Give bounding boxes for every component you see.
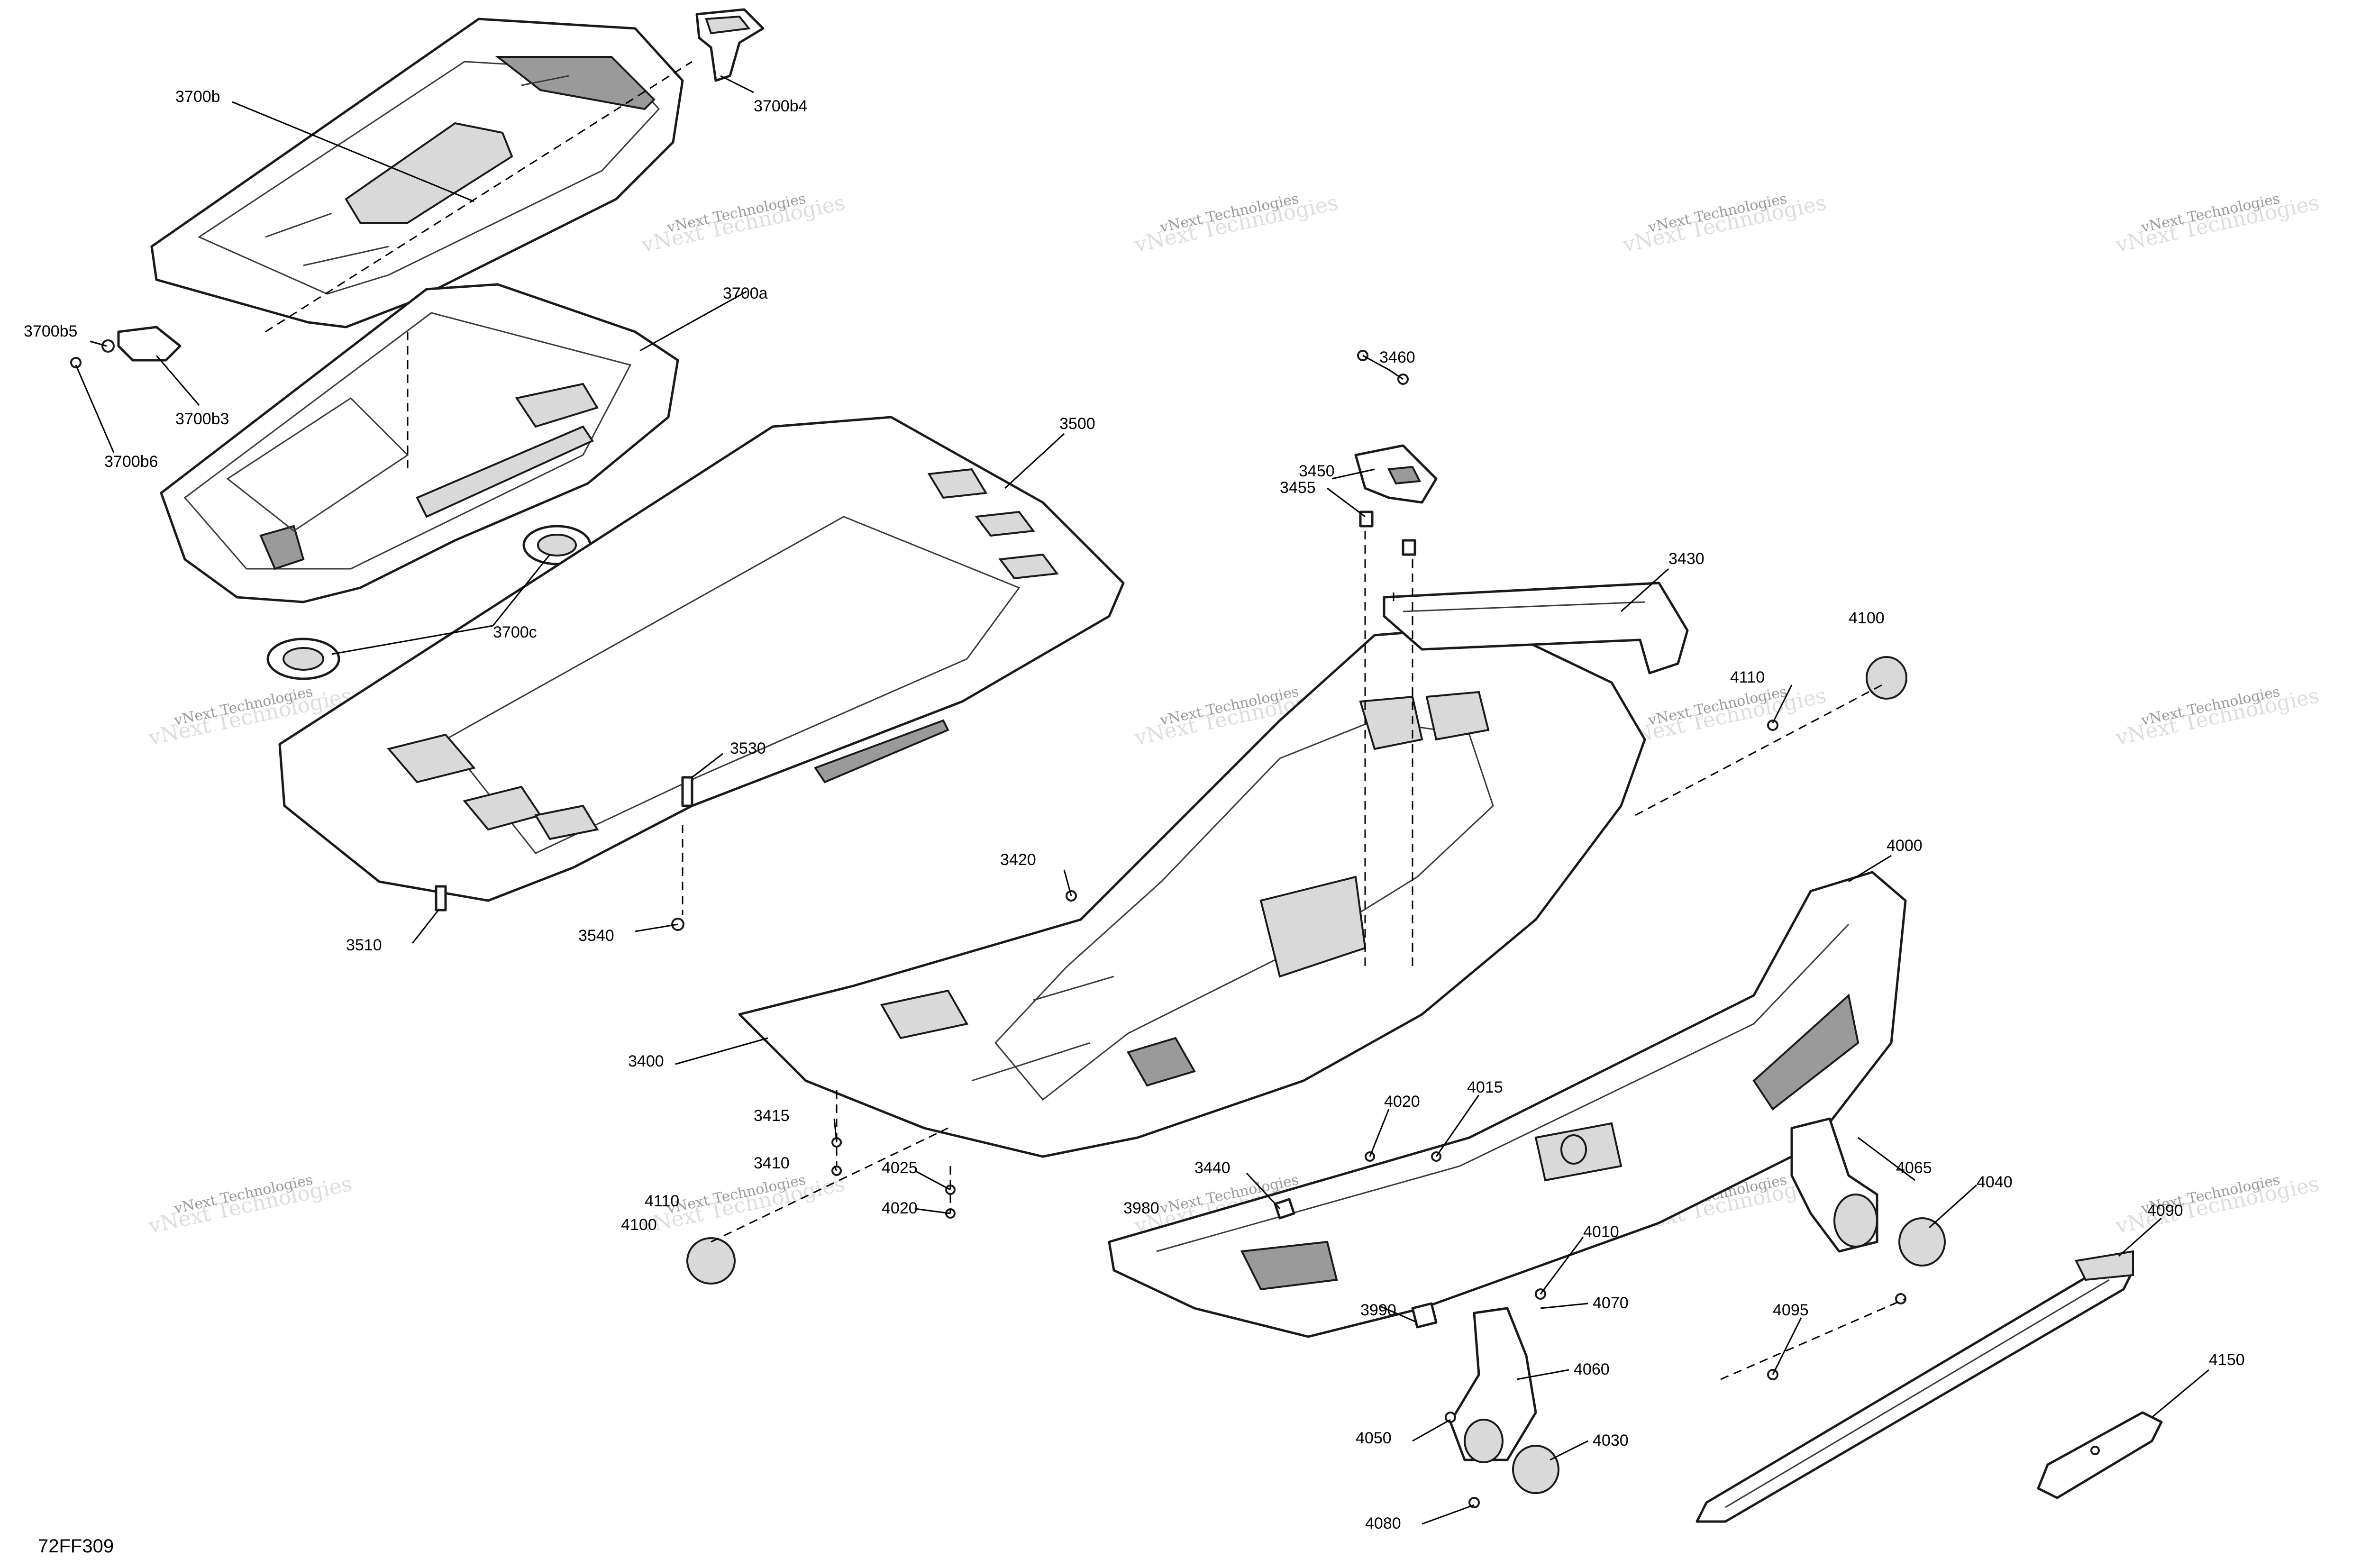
callout-3700b6: 3700b6 xyxy=(104,453,158,471)
callout-3700a: 3700a xyxy=(723,284,768,302)
watermark: vNext Technologies vNext Technologies xyxy=(639,191,847,257)
grab-handle-bracket xyxy=(1354,444,1438,504)
callout-3980: 3980 xyxy=(1123,1199,1159,1217)
callout-4040: 4040 xyxy=(1977,1173,2013,1191)
callout-3450: 3450 xyxy=(1299,462,1335,480)
lenses xyxy=(686,656,1946,1494)
callout-4100: 4100 xyxy=(621,1216,657,1234)
screws-left xyxy=(70,339,115,368)
callout-4015: 4015 xyxy=(1467,1078,1503,1096)
leader-lines xyxy=(75,75,2209,1525)
storage-bin xyxy=(160,283,679,603)
watermark: vNext Technologies vNext Technologies xyxy=(1620,684,1828,750)
callout-4025: 4025 xyxy=(882,1159,918,1177)
callout-4095: 4095 xyxy=(1773,1301,1809,1319)
figure-id: 72FF309 xyxy=(38,1536,114,1557)
callout-4080: 4080 xyxy=(1365,1514,1401,1532)
watermark: vNext Technologies vNext Technologies xyxy=(146,1172,354,1239)
rear-bumper xyxy=(1108,871,1907,1338)
callout-4010: 4010 xyxy=(1583,1223,1619,1241)
callout-4030: 4030 xyxy=(1593,1431,1629,1449)
callout-3700b3: 3700b3 xyxy=(175,410,229,428)
callout-3500: 3500 xyxy=(1059,415,1095,433)
watermark: vNext Technologies vNext Technologies xyxy=(2113,684,2321,750)
callout-4060: 4060 xyxy=(1574,1360,1610,1378)
grab-bar xyxy=(1383,582,1689,675)
rear-rack-frame xyxy=(278,416,1125,902)
callout-3430: 3430 xyxy=(1668,550,1705,568)
callout-4150: 4150 xyxy=(2209,1351,2245,1369)
callout-4110: 4110 xyxy=(1730,668,1765,686)
callout-4020: 4020 xyxy=(882,1199,918,1217)
callout-labels: 3700b 3700b4 3700a 3700b5 3700b3 3700b6 … xyxy=(24,88,2245,1532)
callout-3700b5: 3700b5 xyxy=(24,322,77,340)
callout-4050: 4050 xyxy=(1356,1429,1392,1447)
storage-lid xyxy=(150,18,684,328)
callout-4020: 4020 xyxy=(1384,1093,1420,1111)
light-bracket-left xyxy=(1449,1307,1537,1463)
callout-3510: 3510 xyxy=(346,936,382,954)
clip xyxy=(117,326,182,362)
callout-3410: 3410 xyxy=(754,1154,790,1172)
watermark: vNext Technologies vNext Technologies xyxy=(1132,191,1340,257)
callout-3455: 3455 xyxy=(1280,479,1316,497)
plate-bracket xyxy=(2037,1411,2163,1499)
callout-3700c: 3700c xyxy=(493,623,537,641)
callout-3400: 3400 xyxy=(628,1052,664,1070)
callout-4110: 4110 xyxy=(645,1192,679,1210)
callout-4000: 4000 xyxy=(1887,837,1923,855)
callout-4100: 4100 xyxy=(1849,609,1885,627)
callout-4090: 4090 xyxy=(2147,1202,2183,1220)
watermark: vNext Technologies vNext Technologies xyxy=(2113,191,2321,257)
callout-4065: 4065 xyxy=(1896,1159,1932,1177)
rear-cargo-tub xyxy=(738,624,1646,1158)
watermark: vNext Technologies vNext Technologies xyxy=(1620,191,1828,257)
callout-3700b: 3700b xyxy=(175,88,220,106)
latch-top xyxy=(695,8,765,82)
watermark: vNext Technologies vNext Technologies xyxy=(2113,1172,2321,1239)
callout-4070: 4070 xyxy=(1593,1294,1629,1312)
callout-3415: 3415 xyxy=(754,1107,790,1125)
callout-3460: 3460 xyxy=(1379,348,1415,366)
callout-3540: 3540 xyxy=(578,927,614,945)
screws-rack xyxy=(435,776,693,931)
callout-3530: 3530 xyxy=(730,739,766,757)
callout-3440: 3440 xyxy=(1194,1159,1231,1177)
callout-3420: 3420 xyxy=(1000,851,1036,869)
assembly-lines xyxy=(265,61,1906,1380)
callout-3990: 3990 xyxy=(1360,1301,1396,1319)
callout-3700b4: 3700b4 xyxy=(754,97,807,115)
light-bracket-right xyxy=(1790,1117,1878,1253)
light-bar xyxy=(1695,1250,2134,1523)
